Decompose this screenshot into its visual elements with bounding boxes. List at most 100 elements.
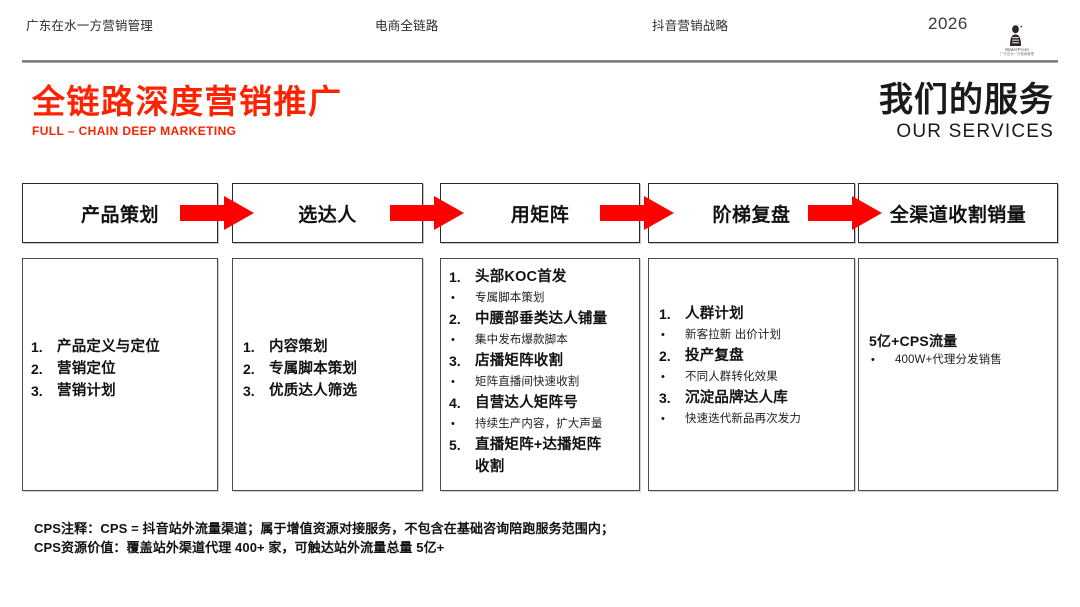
sub-list-item: • 持续生产内容，扩大声量 bbox=[449, 415, 647, 434]
list-item-label: 人群计划 bbox=[685, 306, 744, 322]
column-header-label: 阶梯复盘 bbox=[712, 204, 791, 226]
list-item-number: 1. bbox=[659, 306, 671, 322]
list-item-number: 4. bbox=[449, 395, 461, 411]
sub-list-item-label: 不同人群转化效果 bbox=[685, 371, 778, 383]
list-item-number: 3. bbox=[449, 353, 461, 369]
sub-list-item-label: 矩阵直播间快速收割 bbox=[475, 376, 580, 388]
column-content-1: 1. 产品定义与定位 2. 营销定位 3. 营销计划 bbox=[31, 337, 225, 403]
list-item: 3. 营销计划 bbox=[31, 381, 225, 402]
header-company: 广东在水一方营销管理 bbox=[26, 19, 154, 33]
list-item: 1. 头部KOC首发 bbox=[449, 267, 647, 288]
list-item: 3. 优质达人筛选 bbox=[243, 381, 432, 402]
list-item-number: 2. bbox=[659, 348, 671, 364]
list-item-label: 自营达人矩阵号 bbox=[475, 395, 578, 411]
column-header-2: 选达人 bbox=[232, 183, 423, 243]
list-item: 2. 中腰部垂类达人铺量 bbox=[449, 309, 647, 330]
waterfront-logo: WaterFront 广东在水一方营销管理 bbox=[994, 25, 1040, 63]
list-item: 3. 沉淀品牌达人库 bbox=[659, 388, 864, 409]
bullet-icon: • bbox=[451, 334, 455, 346]
flow-arrow-2-icon bbox=[390, 196, 464, 230]
bullet-icon: • bbox=[661, 413, 665, 425]
page-title-left: 全链路深度营销推广 FULL – CHAIN DEEP MARKETING bbox=[32, 83, 343, 139]
list-item: 2. 投产复盘 bbox=[659, 346, 864, 367]
list-item-label: 优质达人筛选 bbox=[269, 383, 358, 399]
section-title-cn: 我们的服务 bbox=[879, 81, 1054, 119]
list-item-label: 店播矩阵收割 bbox=[475, 353, 564, 369]
column-header-label: 用矩阵 bbox=[510, 204, 570, 226]
slide-header: 广东在水一方营销管理 电商全链路 抖音营销战略 2026 WaterFront … bbox=[0, 14, 1080, 56]
sub-list-item-label: 400W+代理分发销售 bbox=[895, 354, 1002, 366]
sub-list-item-label: 持续生产内容，扩大声量 bbox=[475, 418, 603, 430]
list-item-label: 营销计划 bbox=[57, 383, 116, 399]
footer-note-line-2: CPS资源价值：覆盖站外渠道代理 400+ 家，可触达站外流量总量 5亿+ bbox=[34, 540, 445, 555]
sub-list-item: • 新客拉新 出价计划 bbox=[659, 326, 864, 345]
page-title-en: FULL – CHAIN DEEP MARKETING bbox=[32, 124, 237, 138]
footer-notes: CPS注释：CPS = 抖音站外流量渠道；属于增值资源对接服务，不包含在基础咨询… bbox=[34, 519, 614, 557]
logo-figure-icon bbox=[1010, 25, 1023, 46]
list-item-number: 3. bbox=[243, 383, 255, 399]
header-year: 2026 bbox=[928, 14, 968, 33]
bullet-icon: • bbox=[451, 292, 455, 304]
sub-list-item: • 矩阵直播间快速收割 bbox=[449, 373, 647, 392]
list-item: 4. 自营达人矩阵号 bbox=[449, 393, 647, 414]
column-body-4: 1. 人群计划 • 新客拉新 出价计划 2. 投产复盘 • 不同人群转化效果 3. 沉淀品牌达人库… bbox=[648, 258, 855, 491]
column-body-3: 1. 头部KOC首发 • 专属脚本策划 2. 中腰部垂类达人铺量 • 集中发布爆款脚本 3. 店播… bbox=[440, 258, 640, 491]
sub-list-item-label: 集中发布爆款脚本 bbox=[475, 334, 568, 346]
list-item-label: 沉淀品牌达人库 bbox=[685, 390, 788, 406]
list-item: 2. 营销定位 bbox=[31, 359, 225, 380]
sub-list-item: • 集中发布爆款脚本 bbox=[449, 331, 647, 350]
column-header-label: 选达人 bbox=[298, 204, 357, 226]
list-item-label: 投产复盘 bbox=[685, 348, 744, 364]
column-body-2: 1. 内容策划 2. 专属脚本策划 3. 优质达人筛选 bbox=[232, 258, 423, 491]
list-item: 1. 产品定义与定位 bbox=[31, 337, 225, 358]
list-item-number: 2. bbox=[243, 361, 255, 377]
sub-list-item: • 专属脚本策划 bbox=[449, 289, 647, 308]
column-content-3: 1. 头部KOC首发 • 专属脚本策划 2. 中腰部垂类达人铺量 • 集中发布爆款脚本 3. 店播… bbox=[449, 267, 647, 478]
list-item-number: 1. bbox=[243, 339, 255, 355]
highlight-text: 5亿+CPS流量 bbox=[869, 333, 958, 349]
list-item-label: 专属脚本策划 bbox=[269, 361, 358, 377]
list-item-number: 2. bbox=[31, 361, 43, 377]
sub-list-item-label: 专属脚本策划 bbox=[475, 292, 545, 304]
column-content-5: 5亿+CPS流量 • 400W+代理分发销售 bbox=[869, 331, 1067, 371]
list-item-number: 5. bbox=[449, 437, 461, 453]
sub-list-item-label: 新客拉新 出价计划 bbox=[685, 329, 782, 341]
section-title-en: OUR SERVICES bbox=[896, 121, 1054, 142]
list-item-number: 3. bbox=[31, 383, 43, 399]
logo-subtitle: 广东在水一方营销管理 bbox=[1000, 52, 1034, 56]
flow-arrow-3-icon bbox=[600, 196, 674, 230]
column-header-label: 产品策划 bbox=[80, 204, 159, 226]
logo-name: WaterFront bbox=[1005, 47, 1029, 52]
page-title-cn: 全链路深度营销推广 bbox=[32, 83, 343, 120]
bullet-icon: • bbox=[451, 376, 455, 388]
list-item: 2. 专属脚本策划 bbox=[243, 359, 432, 380]
sub-list-item: • 不同人群转化效果 bbox=[659, 368, 864, 387]
list-item-number: 3. bbox=[659, 390, 671, 406]
list-item-label: 营销定位 bbox=[57, 361, 116, 377]
list-item-label: 内容策划 bbox=[269, 339, 328, 355]
list-item: 1. 内容策划 bbox=[243, 337, 432, 358]
list-item: 5. 直播矩阵+达播矩阵 bbox=[449, 435, 647, 456]
sub-list-item: • 400W+代理分发销售 bbox=[869, 351, 1067, 370]
list-item-label: 直播矩阵+达播矩阵 bbox=[475, 437, 602, 453]
list-item-label: 产品定义与定位 bbox=[57, 339, 160, 355]
bullet-icon: • bbox=[661, 371, 665, 383]
list-item-number: 2. bbox=[449, 311, 461, 327]
column-content-2: 1. 内容策划 2. 专属脚本策划 3. 优质达人筛选 bbox=[243, 337, 432, 403]
column-body-5: 5亿+CPS流量 • 400W+代理分发销售 bbox=[858, 258, 1058, 491]
list-item-number: 1. bbox=[449, 269, 461, 285]
list-item-label: 头部KOC首发 bbox=[475, 269, 567, 285]
bullet-icon: • bbox=[661, 329, 665, 341]
bullet-icon: • bbox=[451, 418, 455, 430]
list-item-continuation: 收割 bbox=[475, 459, 505, 475]
list-item: 3. 店播矩阵收割 bbox=[449, 351, 647, 372]
column-header-5: 全渠道收割销量 bbox=[858, 183, 1058, 243]
bullet-icon: • bbox=[871, 354, 875, 366]
page-title-right: 我们的服务 OUR SERVICES bbox=[879, 80, 1054, 143]
column-header-label: 全渠道收割销量 bbox=[889, 204, 1027, 226]
header-strategy: 抖音营销战略 bbox=[652, 19, 729, 33]
list-item-number: 1. bbox=[31, 339, 43, 355]
list-item-label: 中腰部垂类达人铺量 bbox=[475, 311, 608, 327]
list-item: 1. 人群计划 bbox=[659, 304, 864, 325]
